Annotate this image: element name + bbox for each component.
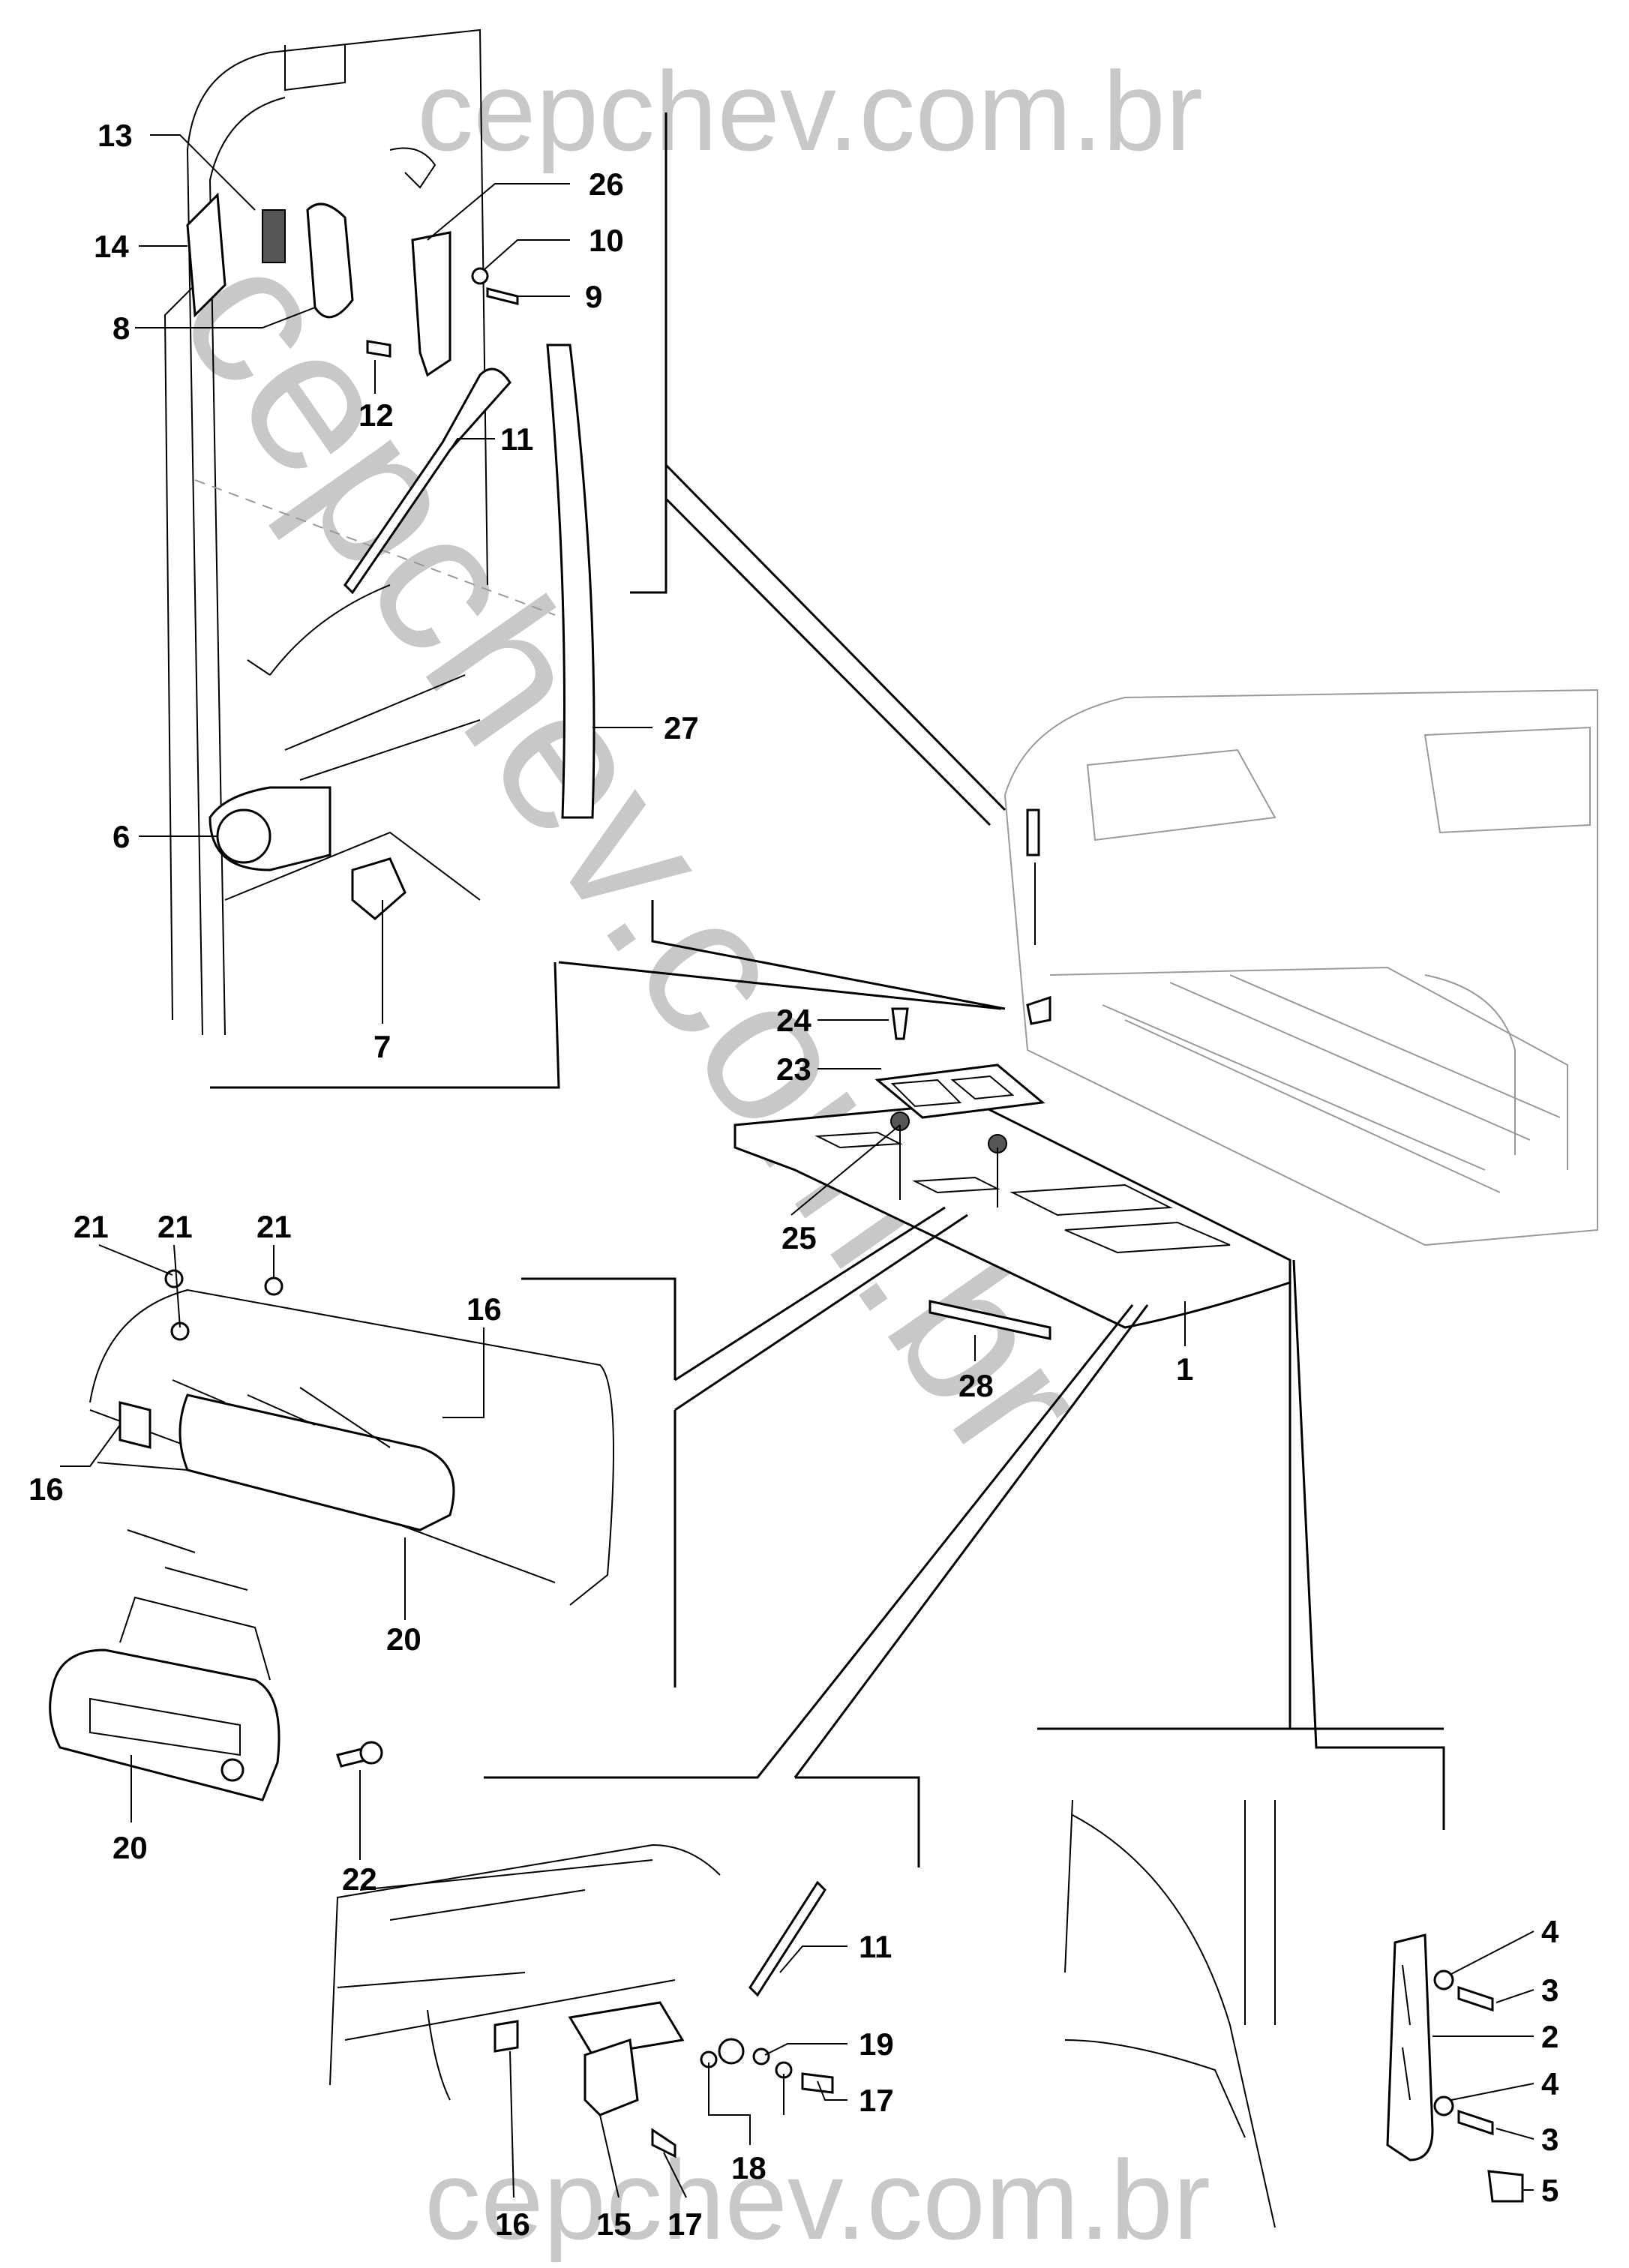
part-4-washer-a [1433, 1970, 1454, 1990]
part-5-cap [1487, 2170, 1524, 2203]
part-27-weatherstrip [546, 344, 596, 819]
part-4-washer-b [1433, 2096, 1454, 2116]
upper-left-detail [164, 28, 596, 1036]
bed-hinge-icon [1026, 995, 1052, 1025]
callout-17-bottom: 17 [668, 2206, 703, 2242]
callout-18: 18 [731, 2150, 766, 2186]
part-28-rod [928, 1300, 1052, 1340]
part-18-washer-b [752, 2048, 770, 2066]
callout-27: 27 [664, 710, 699, 746]
callout-24: 24 [776, 1003, 812, 1038]
callout-1: 1 [1176, 1352, 1193, 1387]
callout-8: 8 [112, 310, 130, 346]
callout-21-b: 21 [158, 1209, 193, 1244]
callout-20-bottom: 20 [112, 1830, 148, 1865]
callout-9: 9 [585, 279, 602, 314]
part-23-cover [874, 1064, 1046, 1119]
part-7-cap [351, 857, 406, 920]
part-16-clip-left [118, 1401, 152, 1449]
part-9-bolt [486, 287, 519, 305]
callout-11-top: 11 [500, 422, 533, 457]
part-20-bezel [178, 1394, 455, 1532]
callout-21-a: 21 [74, 1209, 109, 1244]
part-8-hinge [306, 202, 354, 319]
part-6-striker [216, 808, 272, 864]
callout-19: 19 [859, 2026, 894, 2062]
callout-26: 26 [589, 166, 624, 202]
leader-lines [60, 134, 1534, 2198]
callout-21-c: 21 [256, 1209, 292, 1244]
callout-16-bottom: 16 [495, 2206, 530, 2242]
part-24-screw [891, 1007, 909, 1040]
callout-12: 12 [358, 398, 394, 433]
section-lines [210, 112, 1445, 1868]
part-14-bracket [186, 192, 226, 318]
hinge-detail [1064, 1799, 1524, 2228]
callout-7: 7 [374, 1029, 391, 1064]
pickup-bed [1004, 688, 1598, 1246]
callout-11-bottom: 11 [859, 1929, 892, 1964]
callout-13: 13 [98, 118, 133, 153]
latch-detail [329, 1844, 834, 2158]
callout-4-bottom: 4 [1541, 2066, 1559, 2102]
callout-16-left: 16 [28, 1472, 64, 1507]
callout-3-top: 3 [1541, 1972, 1558, 2008]
callout-labels: 13 14 8 12 26 10 9 11 27 6 7 24 23 25 1 … [28, 118, 1559, 2242]
callout-28: 28 [958, 1368, 994, 1403]
part-19-bushing [718, 2038, 745, 2065]
callout-10: 10 [589, 223, 624, 258]
part-13-block [262, 209, 286, 263]
part-21-nut-c [264, 1276, 284, 1296]
part-16-clip-bottom [494, 2020, 519, 2053]
callout-17-right: 17 [859, 2083, 894, 2118]
part-11-cable-lower [748, 1880, 826, 1997]
watermark-bottom: cepchev.com.br [424, 2137, 1210, 2263]
callout-23: 23 [776, 1052, 812, 1087]
part-20-keylock [220, 1758, 244, 1782]
part-20-handle [49, 1648, 280, 1802]
callout-3-bottom: 3 [1541, 2122, 1558, 2157]
callout-2: 2 [1541, 2019, 1558, 2054]
callout-15: 15 [596, 2206, 632, 2242]
callout-25: 25 [782, 1220, 817, 1256]
part-3-bolt-b [1457, 2109, 1494, 2136]
part-2-bracket [1386, 1934, 1434, 2162]
part-17-bolt-b [651, 2128, 676, 2158]
part-3-bolt-a [1457, 1985, 1494, 2012]
part-15-latch-body [584, 2038, 639, 2116]
callout-22: 22 [342, 1862, 377, 1897]
bed-latch-icon [1026, 808, 1040, 856]
part-26-strap [411, 231, 452, 377]
callout-16-right: 16 [466, 1292, 502, 1327]
part-11-cable [344, 368, 512, 595]
handle-detail [49, 1269, 614, 1802]
part-10-washer [471, 267, 489, 285]
callout-6: 6 [112, 819, 130, 854]
callout-14: 14 [94, 229, 129, 264]
callout-5: 5 [1541, 2173, 1558, 2208]
part-15-latch [568, 2001, 685, 2056]
part-12-stud [366, 340, 392, 358]
callout-20-top: 20 [386, 1622, 422, 1657]
watermark-top: cepchev.com.br [417, 48, 1203, 174]
callout-4-top: 4 [1541, 1914, 1559, 1949]
